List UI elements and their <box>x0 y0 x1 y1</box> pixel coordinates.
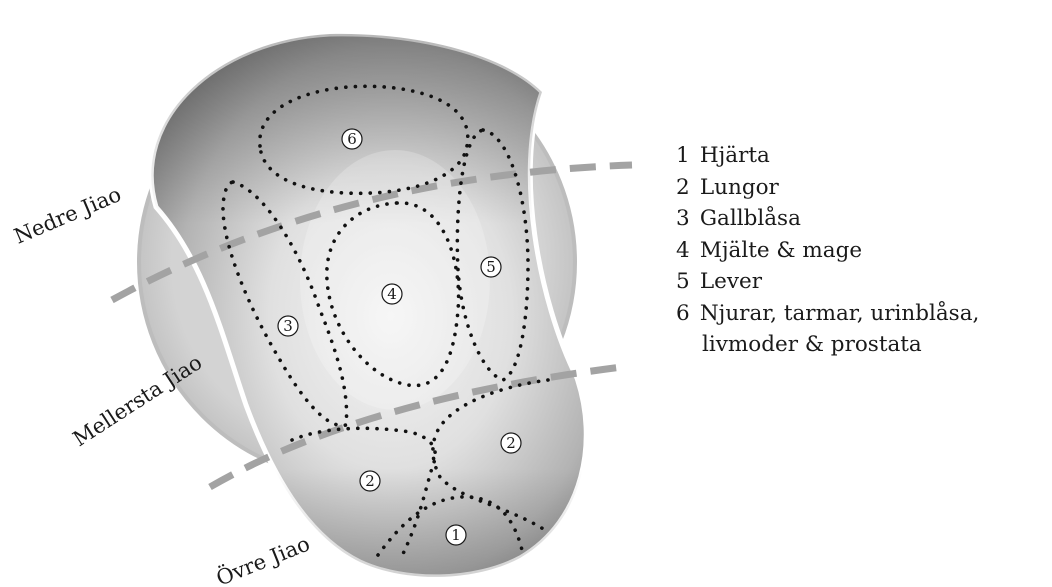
svg-text:2: 2 <box>365 472 375 490</box>
zone-legend: 1 Hjärta 2 Lungor 3 Gallblåsa 4 Mjälte &… <box>676 140 979 361</box>
svg-text:3: 3 <box>283 317 293 335</box>
svg-text:1: 1 <box>451 526 461 544</box>
legend-label: Gallblåsa <box>700 206 801 231</box>
zone-marker-spleen-stomach: 4 <box>382 284 402 304</box>
svg-text:5: 5 <box>486 258 496 276</box>
legend-number: 3 <box>676 203 693 235</box>
zone-marker-kidneys: 6 <box>342 129 362 149</box>
legend-item-gallbladder: 3 Gallblåsa <box>676 203 979 235</box>
legend-item-lungs: 2 Lungor <box>676 172 979 204</box>
legend-item-liver: 5 Lever <box>676 266 979 298</box>
tongue-highlight <box>300 150 490 410</box>
zone-marker-heart: 1 <box>446 525 466 545</box>
legend-number: 4 <box>676 235 693 267</box>
legend-number: 1 <box>676 140 693 172</box>
label-ovre-jiao: Övre Jiao <box>213 531 314 587</box>
legend-label: Hjärta <box>700 143 770 168</box>
legend-number: 2 <box>676 172 693 204</box>
legend-label: Lungor <box>700 175 779 200</box>
zone-marker-gallbladder: 3 <box>278 316 298 336</box>
zone-marker-liver: 5 <box>481 257 501 277</box>
legend-number: 6 <box>676 298 693 330</box>
legend-label-continued: livmoder & prostata <box>702 332 922 357</box>
tongue-shape <box>151 34 586 577</box>
zone-marker-lungs-right: 2 <box>501 433 521 453</box>
legend-number: 5 <box>676 266 693 298</box>
legend-item-spleen-stomach: 4 Mjälte & mage <box>676 235 979 267</box>
svg-text:4: 4 <box>387 285 397 303</box>
legend-item-kidneys-continued: livmoder & prostata <box>676 329 979 361</box>
legend-label: Mjälte & mage <box>700 238 862 263</box>
label-mellersta-jiao: Mellersta Jiao <box>69 350 207 451</box>
legend-item-heart: 1 Hjärta <box>676 140 979 172</box>
label-nedre-jiao: Nedre Jiao <box>11 182 125 249</box>
legend-label: Lever <box>700 269 762 294</box>
legend-item-kidneys: 6 Njurar, tarmar, urinblåsa, <box>676 298 979 330</box>
legend-label: Njurar, tarmar, urinblåsa, <box>700 301 980 326</box>
svg-text:2: 2 <box>506 434 516 452</box>
svg-text:6: 6 <box>347 130 357 148</box>
zone-marker-lungs-left: 2 <box>360 471 380 491</box>
